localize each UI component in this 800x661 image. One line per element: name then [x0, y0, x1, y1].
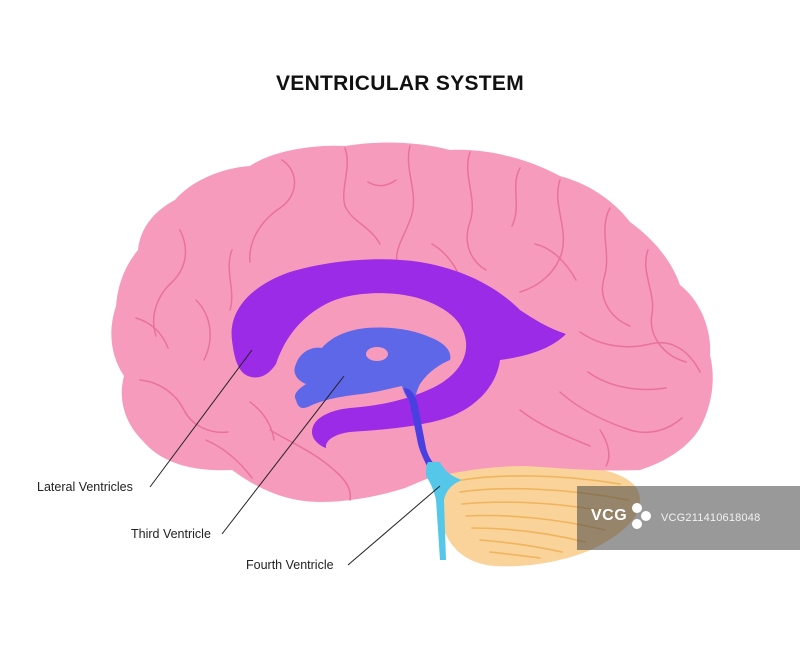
leader-line-lateral: [149, 349, 253, 488]
leader-line-third: [221, 375, 345, 535]
watermark-banner: [577, 486, 800, 550]
third-ventricle: [294, 327, 451, 408]
fourth-ventricle: [426, 462, 462, 560]
lateral-ventricles: [231, 259, 567, 448]
label-third-ventricle: Third Ventricle: [131, 527, 211, 541]
cerebral-aqueduct: [404, 388, 436, 468]
leader-lines: [149, 349, 441, 566]
watermark-id-text: VCG211410618048: [661, 512, 761, 524]
label-fourth-ventricle: Fourth Ventricle: [246, 558, 334, 572]
label-lateral-ventricles: Lateral Ventricles: [37, 480, 133, 494]
watermark-logo-mark-icon: [632, 503, 651, 529]
leader-line-fourth: [347, 485, 441, 566]
interthalamic-adhesion: [366, 347, 388, 361]
watermark-logo: VCG: [591, 507, 628, 524]
cerebrum-gyri: [135, 145, 701, 501]
diagram-title: VENTRICULAR SYSTEM: [275, 72, 525, 95]
